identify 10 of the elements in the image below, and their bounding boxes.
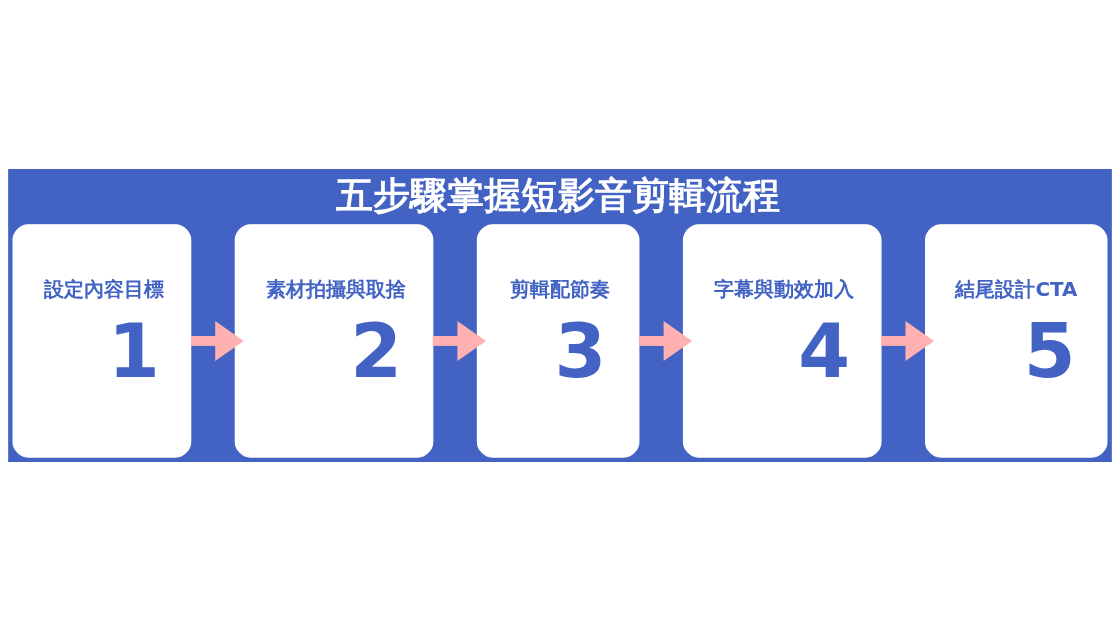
node-box: 結尾設計CTA 5 <box>925 223 1108 458</box>
arrow <box>881 320 934 361</box>
node-box: 素材拍攝與取捨 2 <box>234 223 434 458</box>
diagram-title: 五步驟掌握短影音剪輯流程 <box>335 171 780 216</box>
node-box: 剪輯配節奏 3 <box>476 223 640 458</box>
arrow <box>190 320 244 361</box>
node-box: 設定內容目標 1 <box>12 223 192 458</box>
arrow <box>639 320 693 361</box>
node-box: 字幕與動效加入 4 <box>682 223 882 458</box>
arrow <box>432 320 486 361</box>
